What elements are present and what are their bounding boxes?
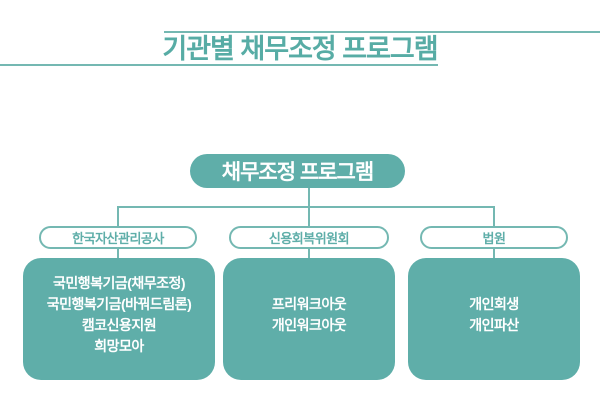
program-box-court: 개인회생 개인파산 — [408, 258, 580, 380]
connector-drop-ccrs — [308, 206, 310, 226]
program-line: 프리워크아웃 — [271, 296, 347, 312]
program-box-ccrs: 프리워크아웃 개인워크아웃 — [223, 258, 395, 380]
program-line: 국민행복기금(채무조정) — [52, 275, 186, 291]
connector-stub-court — [493, 249, 495, 259]
connector-stub-ccrs — [308, 249, 310, 259]
program-box-kamco: 국민행복기금(채무조정) 국민행복기금(바꿔드림론) 캠코신용지원 희망모아 — [23, 258, 215, 380]
org-pill-ccrs: 신용회복위원회 — [229, 226, 389, 249]
program-line: 국민행복기금(바꿔드림론) — [46, 296, 192, 312]
root-node-label: 채무조정 프로그램 — [221, 161, 374, 184]
title-top-rule — [164, 31, 600, 33]
program-line: 희망모아 — [94, 338, 144, 354]
program-line: 개인회생 — [469, 296, 519, 312]
connector-drop-court — [493, 206, 495, 226]
org-pill-ccrs-label: 신용회복위원회 — [268, 231, 350, 246]
program-line: 개인파산 — [469, 317, 519, 333]
program-line: 캠코신용지원 — [81, 317, 157, 333]
org-pill-court-label: 법원 — [482, 231, 506, 246]
root-node: 채무조정 프로그램 — [190, 154, 405, 188]
connector-drop-kamco — [117, 206, 119, 226]
connector-horizontal-bar — [117, 206, 495, 208]
org-pill-kamco: 한국자산관리공사 — [39, 226, 197, 249]
connector-stub-kamco — [117, 249, 119, 259]
org-pill-court: 법원 — [420, 226, 568, 249]
org-pill-kamco-label: 한국자산관리공사 — [72, 231, 164, 246]
connector-root-drop — [308, 188, 310, 207]
program-line: 개인워크아웃 — [271, 317, 347, 333]
page-title: 기관별 채무조정 프로그램 — [162, 34, 438, 64]
title-bottom-rule — [0, 64, 438, 66]
